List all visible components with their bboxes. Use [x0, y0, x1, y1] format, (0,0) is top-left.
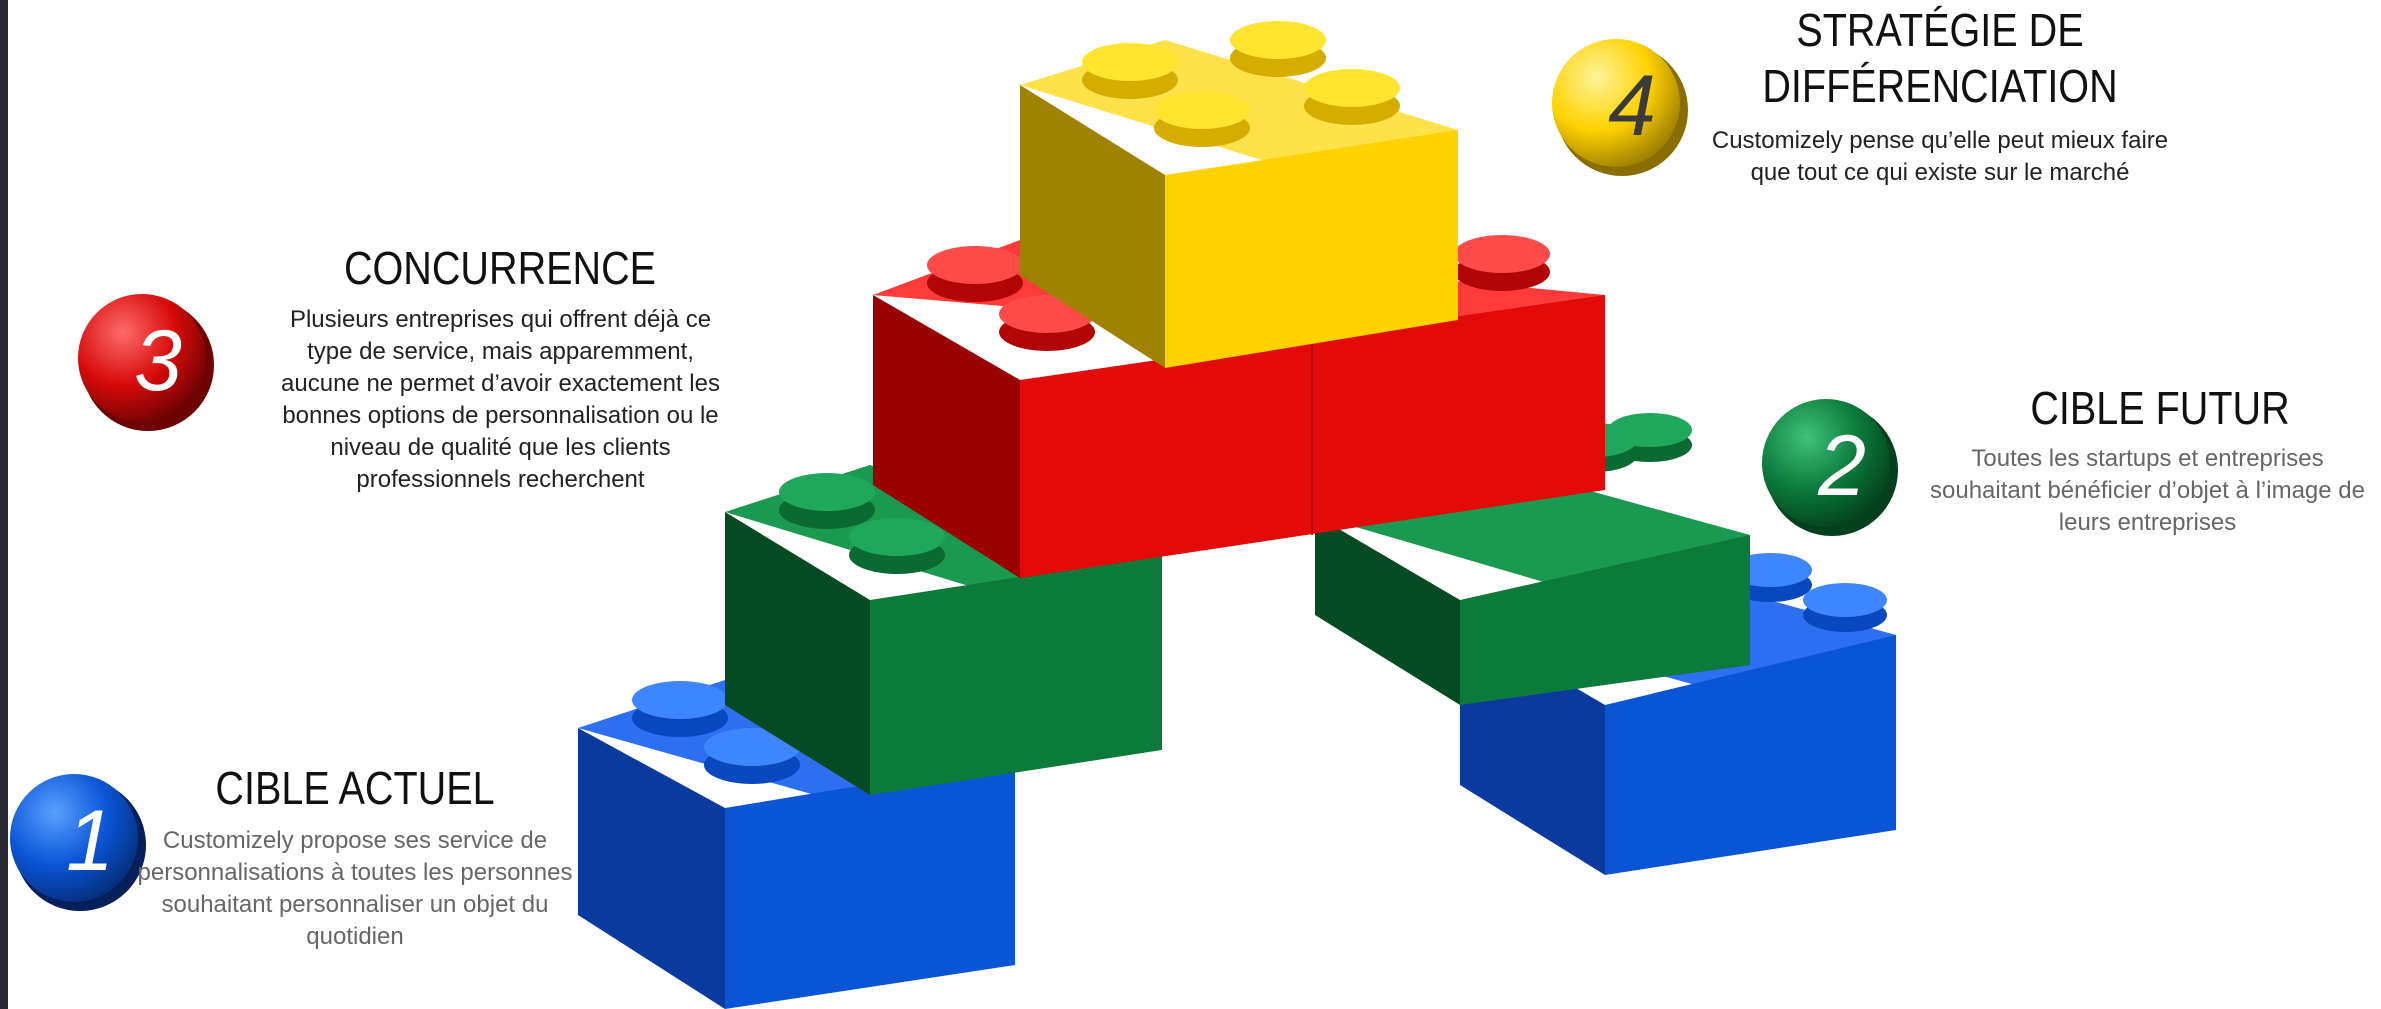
desc-cible-actuel: Customizely propose ses service de perso… — [130, 825, 580, 953]
number-badge-2: 2 — [1762, 399, 1898, 536]
number-badge-3: 3 — [78, 294, 214, 431]
desc-concurrence: Plusieurs entreprises qui offrent déjà c… — [268, 304, 733, 496]
number-3-label: 3 — [134, 313, 182, 409]
number-4-label: 4 — [1608, 58, 1656, 154]
number-badge-4: 4 — [1552, 39, 1688, 176]
title-cible-actuel: CIBLE ACTUEL — [179, 760, 532, 816]
title-cible-futur: CIBLE FUTUR — [1979, 380, 2340, 436]
number-1-label: 1 — [66, 793, 114, 889]
desc-strategie: Customizely pense qu’elle peut mieux fai… — [1700, 125, 2180, 189]
yellow-brick — [1020, 21, 1458, 368]
title-strategie: STRATÉGIE DE DIFFÉRENCIATION — [1725, 2, 2155, 114]
number-badge-1: 1 — [10, 774, 146, 911]
desc-cible-futur: Toutes les startups et entreprises souha… — [1920, 443, 2375, 539]
title-concurrence: CONCURRENCE — [319, 240, 680, 296]
number-2-label: 2 — [1817, 418, 1866, 514]
